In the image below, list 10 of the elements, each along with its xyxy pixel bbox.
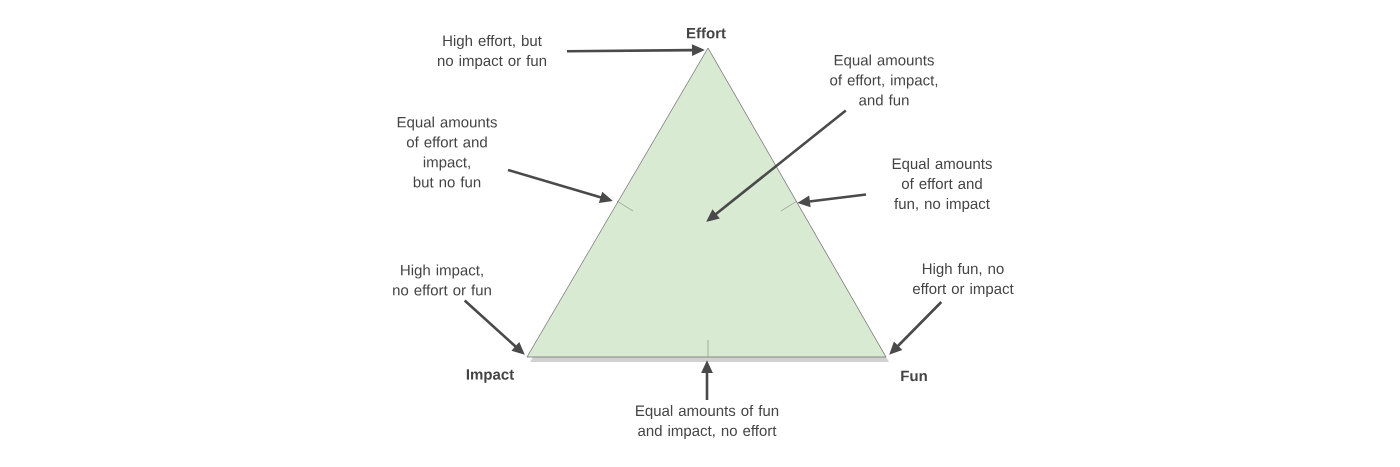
annotation-text: Equal amounts of effort, impact, and fun bbox=[830, 54, 938, 106]
corner-label: Impact bbox=[466, 369, 514, 383]
annotation-text: High effort, but no impact or fun bbox=[437, 35, 547, 69]
annotation-text: High fun, no effort or impact bbox=[912, 263, 1014, 297]
corner-label: Fun bbox=[901, 370, 927, 382]
annotation-text: High impact, no effort or fun bbox=[393, 264, 491, 296]
annotation-text: Equal amounts of effort and impact, but no fun bbox=[397, 116, 497, 188]
corner-label: Effort bbox=[687, 27, 726, 39]
annotation-text: Equal amounts of fun and impact, no effort bbox=[636, 405, 779, 439]
annotation-text: Equal amounts of effort and fun, no impact bbox=[892, 158, 992, 212]
